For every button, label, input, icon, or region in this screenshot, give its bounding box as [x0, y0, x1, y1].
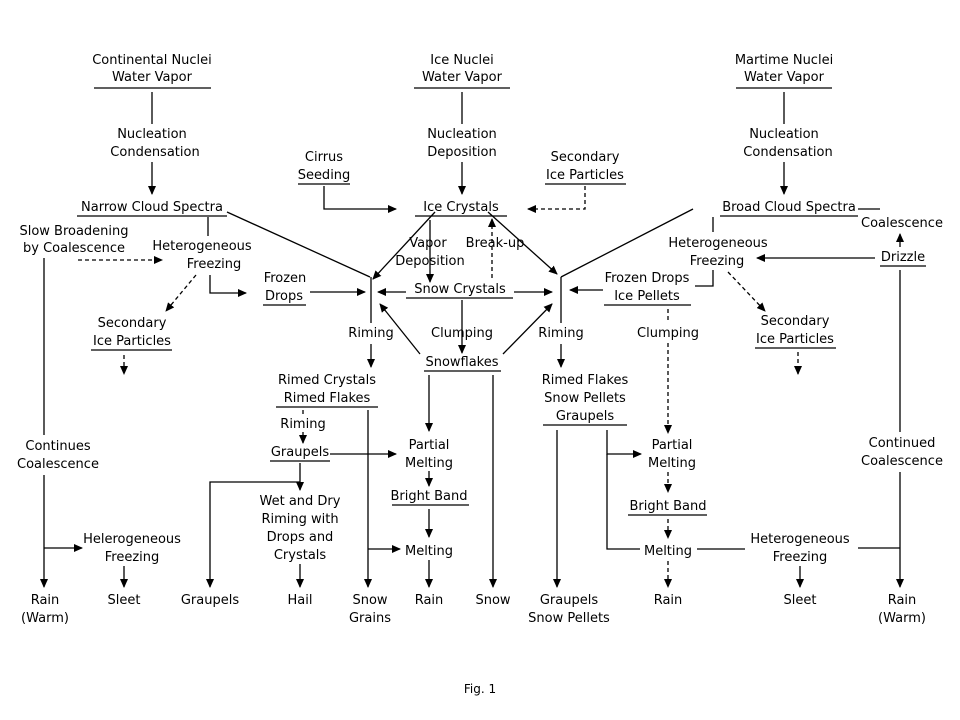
graupels-snow-label: Graupels [540, 593, 598, 608]
figure-caption: Fig. 1 [464, 682, 496, 696]
center-ice-particles-label: Ice Particles [546, 168, 624, 183]
continental-nuclei-label: Continental Nuclei [92, 53, 212, 68]
left-ice-particles-label: Ice Particles [93, 334, 171, 349]
hail-output-label: Hail [288, 593, 313, 608]
center-riming-right-label: Riming [538, 326, 583, 341]
snow-crystals-label: Snow Crystals [414, 282, 506, 297]
right-graupels-label: Graupels [556, 409, 614, 424]
center-melting-label: Melting [405, 544, 453, 559]
left-condensation-label: Condensation [110, 145, 199, 160]
right-heterogeneous-label: Heterogeneous [668, 236, 768, 251]
rain-warm-right-label: Rain [888, 593, 917, 608]
frozen-drops-label: Frozen Drops [605, 271, 690, 286]
underlines [77, 87, 926, 516]
left-freezing-label: Freezing [187, 257, 242, 272]
vapor-label: Vapor [409, 236, 447, 251]
sleet-left-label: Sleet [108, 593, 141, 608]
coalescence-label: Coalescence [861, 216, 943, 231]
center-deposition-label: Deposition [427, 145, 497, 160]
continental-water-vapor-label: Water Vapor [112, 70, 193, 85]
frozen-label: Frozen [264, 271, 307, 286]
helerogeneous-label: Helerogeneous [83, 532, 181, 547]
snow-pellets-output-label: Snow Pellets [528, 611, 610, 626]
wet-dry-label: Wet and Dry [260, 494, 341, 509]
right-partial-melting-label: Melting [648, 456, 696, 471]
rain-warm-left-paren-label: (Warm) [21, 611, 69, 626]
right-ice-particles-label: Ice Particles [756, 332, 834, 347]
connectors [40, 92, 904, 588]
center-partial-label: Partial [409, 438, 450, 453]
center-nucleation-label: Nucleation [427, 127, 497, 142]
broad-cloud-spectra-label: Broad Cloud Spectra [722, 200, 856, 215]
right-clumping-label: Clumping [637, 326, 699, 341]
sleet-right-label: Sleet [784, 593, 817, 608]
by-coalescence-label: by Coalescence [23, 241, 125, 256]
snow-output-label: Snow [475, 593, 510, 608]
right-heterogeneous-low-label: Heterogeneous [750, 532, 850, 547]
snow-pellets-label: Snow Pellets [544, 391, 626, 406]
left-secondary-label: Secondary [98, 316, 167, 331]
graupels-output-label: Graupels [181, 593, 239, 608]
left-heterogeneous-label: Heterogeneous [152, 239, 252, 254]
maritime-nuclei-label: Martime Nuclei [735, 53, 833, 68]
left-nucleation-label: Nucleation [117, 127, 187, 142]
rain-warm-left-label: Rain [31, 593, 60, 608]
right-nucleation-label: Nucleation [749, 127, 819, 142]
ice-pellets-label: Ice Pellets [614, 289, 680, 304]
right-freezing-label: Freezing [690, 254, 745, 269]
center-riming-small-label: Riming [280, 417, 325, 432]
crystals-label: Crystals [274, 548, 327, 563]
narrow-cloud-spectra-label: Narrow Cloud Spectra [81, 200, 223, 215]
continued-label: Continued [869, 436, 936, 451]
rimed-flakes-label: Rimed Flakes [284, 391, 371, 406]
drops-and-label: Drops and [267, 530, 334, 545]
drops-label: Drops [265, 289, 303, 304]
cirrus-label: Cirrus [305, 150, 343, 165]
slow-broadening-label: Slow Broadening [19, 224, 128, 239]
center-secondary-label: Secondary [551, 150, 620, 165]
right-secondary-label: Secondary [761, 314, 830, 329]
right-condensation-label: Condensation [743, 145, 832, 160]
ice-crystals-label: Ice Crystals [423, 200, 499, 215]
snowflakes-label: Snowflakes [425, 355, 498, 370]
break-up-label: Break-up [466, 236, 525, 251]
continues-label: Continues [25, 439, 90, 454]
rain-warm-right-paren-label: (Warm) [878, 611, 926, 626]
drizzle-label: Drizzle [881, 250, 925, 265]
right-melting-label: Melting [644, 544, 692, 559]
maritime-water-vapor-label: Water Vapor [744, 70, 825, 85]
center-bright-band-label: Bright Band [391, 489, 468, 504]
continued-coalescence-label: Coalescence [861, 454, 943, 469]
helerogeneous-freezing-label: Freezing [105, 550, 160, 565]
right-partial-label: Partial [652, 438, 693, 453]
rain-right-label: Rain [654, 593, 683, 608]
rimed-crystals-label: Rimed Crystals [278, 373, 376, 388]
grains-label: Grains [349, 611, 391, 626]
right-bright-band-label: Bright Band [630, 499, 707, 514]
center-graupels-label: Graupels [271, 445, 329, 460]
ice-water-vapor-label: Water Vapor [422, 70, 503, 85]
rain-center-label: Rain [415, 593, 444, 608]
center-riming-left-label: Riming [348, 326, 393, 341]
snow-grains-label: Snow [352, 593, 387, 608]
continues-coalescence-label: Coalescence [17, 457, 99, 472]
ice-nuclei-label: Ice Nuclei [430, 53, 493, 68]
rimed-flakes-right-label: Rimed Flakes [542, 373, 629, 388]
riming-with-label: Riming with [261, 512, 338, 527]
right-freezing-low-label: Freezing [773, 550, 828, 565]
seeding-label: Seeding [298, 168, 351, 183]
center-partial-melting-label: Melting [405, 456, 453, 471]
